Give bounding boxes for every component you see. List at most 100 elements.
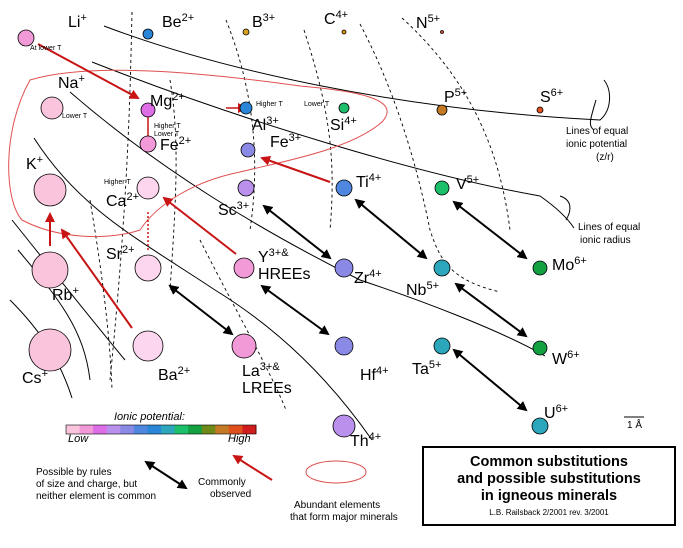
- radius-line: [169, 79, 177, 291]
- legend: Possible by rules of size and charge, bu…: [36, 454, 398, 523]
- note-ca-higher: Higher T: [104, 179, 131, 186]
- ion-symbol: Na: [58, 75, 79, 92]
- ion-circle-si: [338, 102, 350, 114]
- potential-scale-cell: [93, 425, 108, 434]
- potential-line: [17, 249, 91, 381]
- ion-symbol: S: [540, 89, 551, 106]
- legend-abundant-outline: [305, 460, 367, 484]
- ion-label-fe2: Fe2+: [160, 135, 191, 154]
- potential-scale-cell: [66, 425, 81, 434]
- ion-charge: 2+: [179, 135, 192, 147]
- ion-circle-u: [531, 417, 549, 435]
- ion-charge: 3+: [266, 115, 279, 127]
- ion-labels: Li+Be2+B3+C4+N5+Na+Mg2+Al3+Si4+P5+S6+Fe2…: [22, 9, 587, 450]
- legend-possible-text-3: neither element is common: [36, 491, 156, 502]
- potential-line: [69, 91, 546, 357]
- ion-circle-be: [142, 28, 154, 40]
- ion-circle-ba: [132, 330, 164, 362]
- ion-label-sr: Sr2+: [106, 244, 135, 263]
- ion-charge: 5+: [467, 174, 480, 186]
- ion-charge: +: [42, 368, 48, 380]
- ion-label-cs: Cs+: [22, 368, 48, 387]
- scale-bar-label: 1 Å: [627, 418, 642, 431]
- legend-abundant-text-1: Abundant elements: [294, 500, 380, 511]
- ion-charge: 5+: [455, 87, 468, 99]
- ion-circle-k: [33, 173, 67, 207]
- radius-annotation-bracket: [559, 195, 571, 221]
- ion-label-al: Al3+: [252, 115, 279, 134]
- ion-symbol: U: [544, 405, 556, 422]
- ion-circle-al: [239, 101, 253, 115]
- radius-line: [401, 17, 511, 231]
- ion-label-fe3: Fe3+: [270, 132, 301, 151]
- ion-circle-na: [40, 96, 64, 120]
- ion-label-na: Na+: [58, 73, 85, 92]
- ion-charge: 2+: [182, 12, 195, 24]
- ion-charge: +: [78, 73, 84, 85]
- ion-symbol: N: [416, 15, 428, 32]
- ion-symbol: Mg: [150, 93, 172, 110]
- legend-observed-arrow: [232, 454, 273, 481]
- ion-extra-y: HREEs: [258, 266, 310, 283]
- ion-symbol: Be: [162, 14, 182, 31]
- ion-circle-ta: [433, 337, 451, 355]
- ion-symbol: Li: [68, 14, 80, 31]
- ion-symbol: W: [552, 351, 568, 368]
- observed-arrows: [37, 43, 331, 329]
- potential-scale-cell: [201, 425, 216, 434]
- potential-scale-high: High: [228, 433, 251, 445]
- ion-label-nb: Nb5+: [406, 280, 439, 299]
- ion-charge: 2+: [126, 191, 139, 203]
- ion-circles: [17, 28, 549, 438]
- ion-label-mg: Mg2+: [150, 91, 185, 110]
- ion-label-y: Y3+&: [258, 247, 289, 266]
- ion-circle-c: [341, 29, 347, 35]
- potential-scale-label: Ionic potential:: [114, 411, 185, 423]
- title-box: Common substitutions and possible substi…: [422, 446, 676, 526]
- title-line-3: in igneous minerals: [480, 488, 618, 504]
- ion-charge: 4+: [344, 115, 357, 127]
- ion-charge: 6+: [574, 255, 587, 267]
- ion-symbol: La: [242, 363, 260, 380]
- possible-arrow: [454, 282, 528, 338]
- ion-circle-hf: [334, 336, 354, 356]
- potential-scale-cell: [161, 425, 176, 434]
- potential-scale-cell: [188, 425, 203, 434]
- note-na-lower: Lower T: [62, 113, 88, 120]
- ion-charge: 2+: [122, 244, 135, 256]
- equal-potential-label-1: Lines of equal: [566, 126, 628, 137]
- ion-label-mo: Mo6+: [552, 255, 587, 274]
- ion-symbol: Sr: [106, 246, 123, 263]
- title-line-2: and possible substitutions: [457, 471, 641, 487]
- legend-observed-text-2: observed: [210, 489, 251, 500]
- potential-scale-cell: [147, 425, 162, 434]
- equal-radius-label-2: ionic radius: [580, 235, 631, 246]
- equal-radius-label-1: Lines of equal: [578, 222, 640, 233]
- ion-charge: 6+: [556, 403, 569, 415]
- ion-charge: 4+: [376, 365, 389, 377]
- potential-scale-cell: [215, 425, 230, 434]
- potential-scale-cell: [106, 425, 121, 434]
- ion-label-la: La3+&: [242, 361, 280, 380]
- radius-line: [199, 239, 287, 411]
- note-mg-lower: Lower T: [154, 131, 180, 138]
- ion-circle-w: [532, 340, 548, 356]
- ion-circle-nb: [433, 259, 451, 277]
- ion-symbol: Si: [330, 117, 344, 134]
- ion-circle-th: [332, 414, 356, 438]
- ion-symbol: P: [444, 89, 455, 106]
- ion-label-p: P5+: [444, 87, 467, 106]
- possible-arrow: [260, 284, 330, 336]
- ion-circle-b: [242, 28, 250, 36]
- equal-potential-lines: [9, 25, 610, 441]
- potential-scale-cell: [242, 425, 257, 434]
- ion-label-u: U6+: [544, 403, 568, 422]
- potential-scale-cell: [228, 425, 243, 434]
- radius-line: [303, 29, 333, 231]
- note-al-higher: Higher T: [256, 101, 283, 108]
- ion-circle-cs: [28, 328, 72, 372]
- ion-circle-zr: [334, 258, 354, 278]
- legend-observed-text-1: Commonly: [198, 477, 246, 488]
- ion-charge: +: [37, 154, 43, 166]
